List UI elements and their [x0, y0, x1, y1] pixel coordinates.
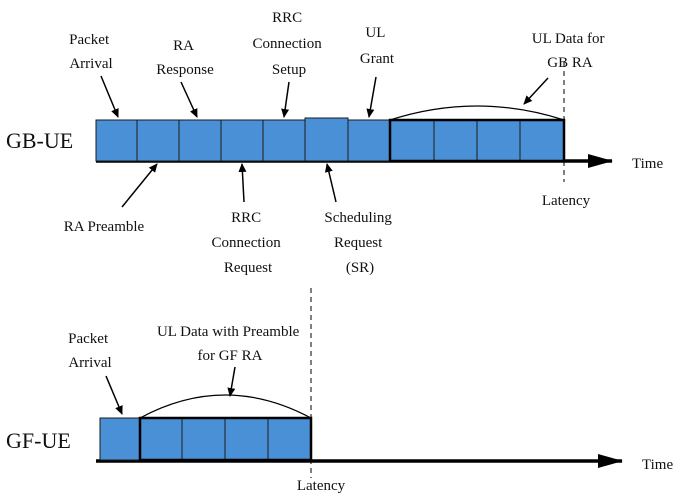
gb-ra-response-label: RA Response	[156, 38, 214, 78]
gb-rrc-request-arrow	[238, 163, 247, 203]
gb-data-blocks	[388, 118, 566, 163]
gb-rrc-request-label: RRC Connection Request	[212, 210, 285, 276]
gb-packet-arrival-arrow	[100, 75, 119, 118]
gf-time-label: Time	[642, 457, 673, 473]
gb-block-ra-preamble	[95, 119, 138, 162]
gb-ue-section: GB-UE Time Packet Arrival RA	[6, 10, 663, 276]
gf-ul-data-label: UL Data with Preamble for GF RA	[157, 324, 303, 364]
gb-block-ra-response	[178, 119, 222, 162]
gf-latency-label: Latency	[297, 478, 346, 494]
gb-rrc-setup-arrow	[281, 81, 290, 118]
gb-data-block	[433, 119, 478, 162]
gf-data-blocks	[138, 416, 313, 462]
gb-time-label: Time	[632, 156, 663, 172]
gb-block-sr	[304, 117, 349, 162]
gf-packet-arrival-arrow	[105, 375, 123, 415]
gb-block-ul-grant	[347, 119, 391, 162]
gb-latency-label: Latency	[542, 193, 591, 209]
gb-block-rrc-request	[220, 119, 264, 162]
gb-data-block	[519, 119, 565, 162]
gb-packet-arrival-label: Packet Arrival	[69, 32, 113, 72]
gb-ra-preamble-label: RA Preamble	[64, 219, 145, 235]
gf-data-block	[267, 417, 312, 461]
gb-sr-label: Scheduling Request (SR)	[324, 210, 395, 276]
gf-data-block	[139, 417, 183, 461]
gb-ra-response-arrow	[180, 81, 198, 118]
gb-block-2	[136, 119, 180, 162]
gb-data-brace	[389, 105, 565, 121]
gb-ul-grant-arrow	[366, 76, 377, 118]
gb-rrc-setup-label: RRC Connection Setup	[253, 10, 326, 78]
gb-data-frame	[388, 118, 566, 163]
gb-data-block	[476, 119, 521, 162]
gb-signaling-blocks	[95, 117, 391, 162]
gf-data-frame	[138, 416, 313, 462]
gb-ul-data-arrow	[523, 77, 549, 105]
gf-packet-arrival-label: Packet Arrival	[68, 331, 112, 371]
gb-ul-data-label: UL Data for GB RA	[532, 31, 609, 71]
gb-sr-arrow	[324, 163, 337, 203]
gb-block-rrc-setup	[262, 119, 306, 162]
gf-data-brace	[139, 394, 312, 419]
gb-ue-label: GB-UE	[6, 128, 73, 153]
gb-data-block	[389, 119, 435, 162]
gf-data-block	[181, 417, 226, 461]
gf-data-block	[224, 417, 269, 461]
gf-ul-data-arrow	[227, 366, 236, 397]
gb-ul-grant-label: UL Grant	[360, 25, 395, 67]
gf-ue-label: GF-UE	[6, 428, 71, 453]
gf-ue-section: GF-UE Time Packet Arrival UL Data with P…	[6, 288, 673, 494]
gb-ra-preamble-arrow	[121, 163, 158, 208]
gf-block-packet	[99, 417, 141, 461]
